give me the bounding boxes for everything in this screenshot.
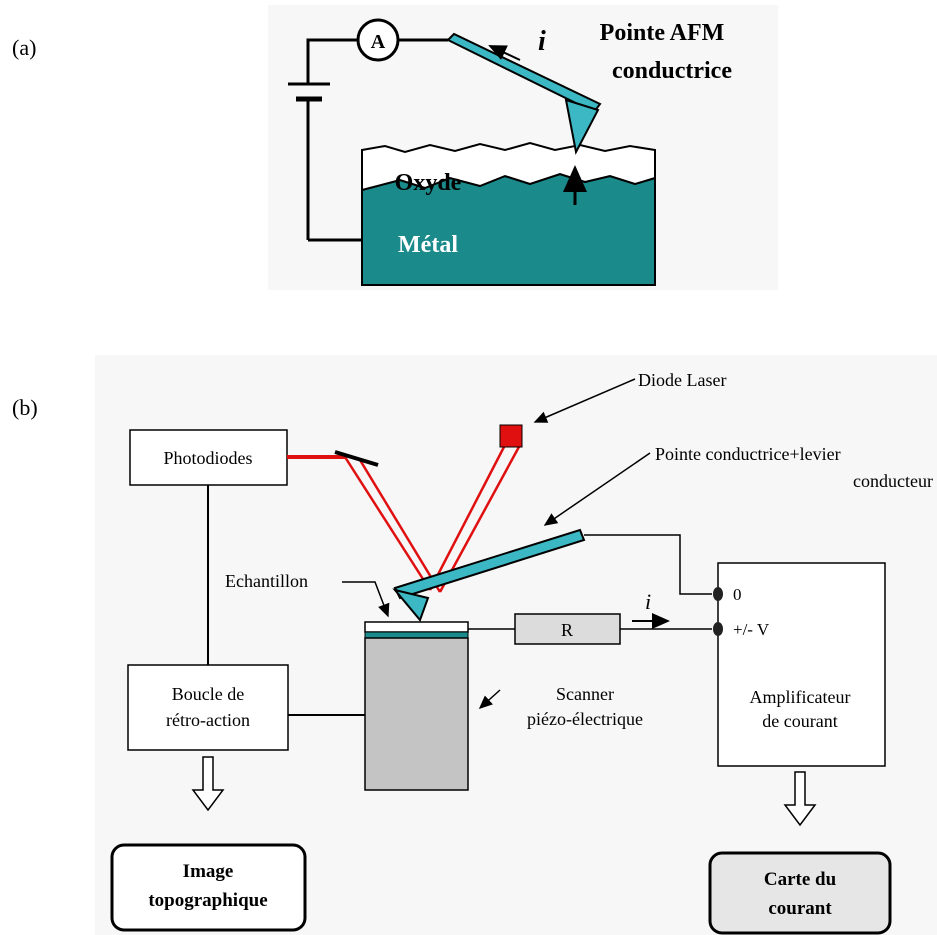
afm-cantilever: [446, 32, 602, 114]
current-amplifier-box: [717, 562, 886, 767]
topo-down-arrow: [191, 756, 225, 812]
current-map-box: [708, 851, 892, 935]
laser-beam: [287, 444, 522, 593]
feedback-label-line1: Boucle de: [172, 684, 244, 704]
resistor-label: R: [561, 620, 573, 640]
sample-pointer: [342, 581, 390, 618]
scanner-label-line1: Scanner: [556, 684, 614, 704]
map-label-line1: Carte du: [764, 869, 837, 890]
feedback-label-line2: rétro-action: [166, 710, 250, 730]
tip-label-line2: conducteur: [853, 471, 933, 491]
scanner-label-line2: piézo-électrique: [527, 709, 643, 729]
diode-laser-label: Diode Laser: [638, 370, 726, 390]
amplifier-label-line1: Amplificateur: [750, 687, 851, 707]
cantilever-amp-wire: [584, 534, 712, 595]
topo-label-line1: Image: [183, 861, 234, 882]
topo-label-line2: topographique: [148, 890, 267, 911]
photodiodes-label: Photodiodes: [163, 448, 252, 468]
afm-tip: [564, 98, 600, 155]
map-down-arrow: [783, 771, 817, 827]
amplifier-label-line2: de courant: [762, 711, 837, 731]
piezo-scanner: [364, 637, 469, 791]
resistor: [514, 613, 621, 645]
terminal-v-label: +/- V: [733, 620, 770, 639]
current-symbol-a: i: [538, 26, 546, 57]
terminal-v-connector: [713, 622, 723, 636]
laser-diode-pointer: [533, 378, 636, 423]
sample-slab: [364, 621, 469, 633]
photodiodes-box: [129, 429, 288, 486]
sample-layer: [364, 631, 469, 639]
laser-diode: [499, 424, 523, 448]
panel-a-label: (a): [12, 35, 36, 60]
sample-label: Echantillon: [225, 571, 308, 591]
metal-label: Métal: [398, 232, 458, 258]
current-arrow-a: [488, 45, 521, 61]
panel-b-label: (b): [12, 395, 38, 420]
current-symbol-b: i: [645, 589, 651, 614]
tip-label-pointer: [543, 452, 651, 526]
panel-a-circuit: [306, 38, 448, 242]
battery-symbol: [288, 82, 330, 102]
conductive-tip: [392, 588, 430, 622]
tip-label-line1: Pointe conductrice+levier: [655, 444, 841, 464]
mirror: [334, 450, 379, 467]
terminal-zero-label: 0: [733, 585, 742, 604]
map-label-line2: courant: [768, 898, 832, 919]
scanner-pointer: [478, 689, 501, 710]
tip-title-line2: conductrice: [612, 58, 732, 84]
terminal-zero-connector: [713, 587, 723, 601]
tip-title-line1: Pointe AFM: [600, 20, 725, 46]
oxide-label: Oxyde: [395, 170, 462, 196]
topographic-image-box: [110, 843, 307, 932]
ammeter-symbol: A: [371, 31, 386, 53]
feedback-loop-box: [127, 664, 289, 751]
ammeter: A: [356, 18, 400, 62]
